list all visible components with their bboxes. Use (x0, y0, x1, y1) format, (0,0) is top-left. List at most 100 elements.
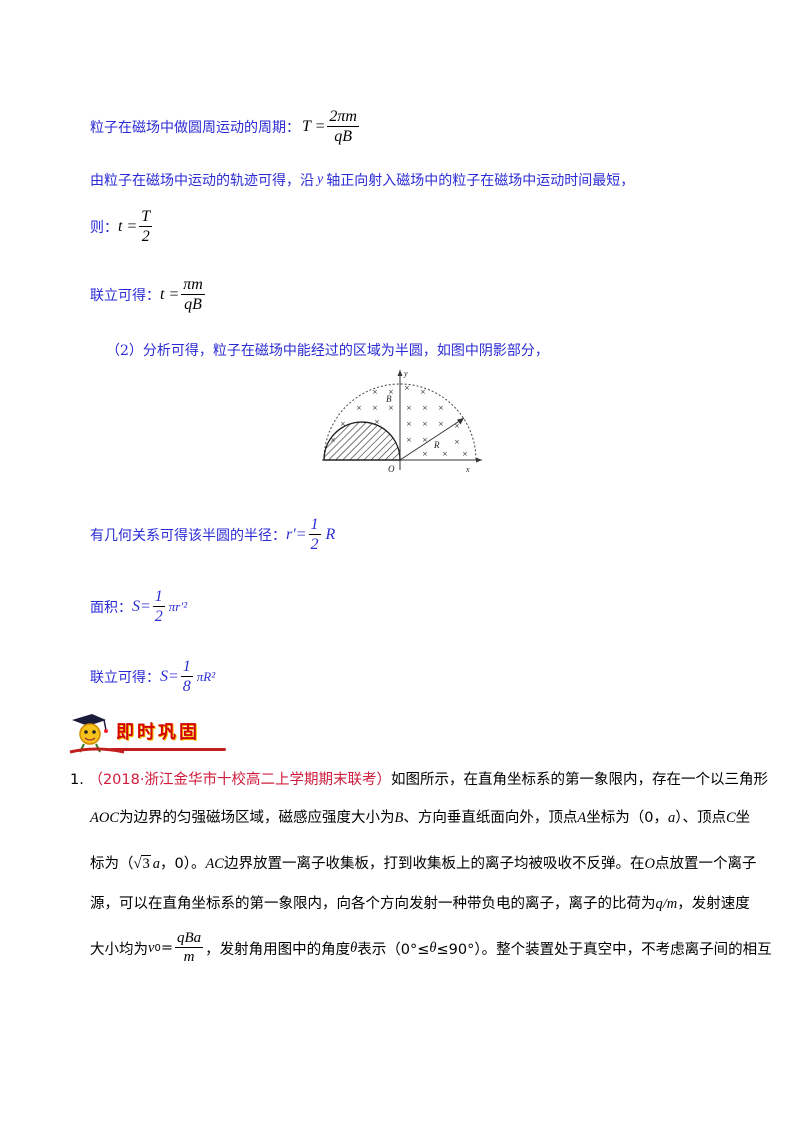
area-label: 面积： (90, 600, 132, 617)
question-text-1: 如图所示，在直角坐标系的第一象限内，存在一个以三角形 (390, 772, 768, 788)
q-text-5a: 大小均为 (90, 941, 148, 958)
q-text-3g: 点放置一个离子 (654, 856, 757, 872)
svg-text:×: × (422, 420, 428, 428)
banner-underline (110, 748, 226, 751)
q-b: B (394, 810, 404, 826)
combine-numerator: πm (181, 276, 205, 296)
q-v0-sub: 0 (154, 942, 161, 954)
period-line: 粒子在磁场中做圆周运动的周期： T = 2πm qB (90, 108, 361, 147)
svg-text:×: × (406, 404, 412, 412)
svg-text:×: × (438, 404, 444, 412)
q-c-point: C (725, 810, 736, 826)
combine2-rhs: πR² (196, 669, 216, 685)
radius-fraction: 1 2 (308, 516, 321, 555)
then-label: 则： (90, 220, 118, 237)
q-text-4: 源，可以在直角坐标系的第一象限内，向各个方向发射一种带负电的离子，离子的比荷为 (90, 896, 656, 912)
area-denominator: 2 (154, 608, 163, 626)
svg-text:×: × (420, 388, 426, 396)
q-a-point: A (577, 810, 587, 826)
v0-numerator: qBa (174, 930, 204, 949)
combine-lhs: t = (160, 286, 180, 304)
trajectory-text-b: 轴正向射入磁场中的粒子在磁场中运动时间最短， (326, 173, 635, 189)
mascot-icon (69, 714, 125, 754)
q-o-point: O (644, 856, 655, 872)
q-v0: v (148, 939, 155, 956)
then-numerator: T (139, 208, 153, 228)
radius-arrow (399, 417, 465, 461)
combine-fraction: πm qB (181, 276, 205, 315)
q-ac: AC (205, 856, 224, 872)
svg-text:×: × (356, 404, 362, 412)
svg-text:×: × (422, 436, 428, 444)
combine-line: 联立可得： t = πm qB (90, 276, 207, 315)
radius-denominator: 2 (310, 536, 319, 554)
svg-text:×: × (406, 436, 412, 444)
combine2-numerator: 1 (180, 658, 193, 678)
svg-text:×: × (372, 404, 378, 412)
q-text-5b: ，发射角用图中的角度 (205, 941, 351, 958)
q-theta-2: θ (429, 939, 437, 956)
part2-text: （2）分析可得，粒子在磁场中能经过的区域为半圆，如图中阴影部分， (106, 343, 549, 359)
period-lhs: T = (302, 118, 326, 136)
svg-text:×: × (330, 436, 336, 444)
q-text-2d: 、方向垂直纸面向外，顶点 (403, 810, 578, 826)
area-line: 面积： S= 1 2 πr′² (90, 588, 187, 627)
then-denominator: 2 (141, 228, 150, 246)
svg-text:×: × (454, 438, 460, 446)
svg-text:×: × (438, 420, 444, 428)
period-numerator: 2πm (327, 108, 359, 128)
q-aoc: AOC (90, 810, 119, 826)
q-equals: = (160, 940, 173, 957)
radius-label: 有几何关系可得该半圆的半径： (90, 528, 286, 545)
q-a-var: a (667, 810, 676, 826)
area-lhs: S= (132, 598, 151, 616)
q-charge-ratio: q/m (655, 896, 678, 912)
svg-text:×: × (340, 420, 346, 428)
svg-text:×: × (422, 404, 428, 412)
combine2-fraction: 1 8 (180, 658, 193, 697)
combine2-lhs: S= (160, 668, 179, 686)
figure-label-o: O (388, 464, 395, 474)
v0-fraction: qBa m (174, 930, 204, 966)
q-text-3e: 边界放置一离子收集板，打到收集板上的离子均被吸收不反弹。在 (223, 856, 645, 872)
banner-title: 即时巩固 (116, 722, 200, 743)
q-text-3c: ，0）。 (159, 856, 206, 872)
svg-text:×: × (374, 418, 380, 426)
svg-text:×: × (442, 450, 448, 458)
combine2-line: 联立可得： S= 1 8 πR² (90, 658, 215, 697)
radius-line: 有几何关系可得该半圆的半径： r′= 1 2 R (90, 516, 335, 555)
shaded-semicircle (323, 421, 401, 461)
question-line-1: 1. （2018·浙江金华市十校高二上学期期末联考）如图所示，在直角坐标系的第一… (70, 768, 768, 789)
figure-label-y: y (403, 369, 408, 378)
then-fraction: T 2 (139, 208, 153, 247)
question-line-2: AOC为边界的匀强磁场区域，磁感应强度大小为B、方向垂直纸面向外，顶点A坐标为（… (90, 806, 760, 827)
then-line: 则： t = T 2 (90, 208, 154, 247)
figure-label-r: R (433, 440, 440, 450)
q-a-var-2: a (152, 856, 160, 872)
q-text-2j: 坐 (735, 810, 751, 826)
sqrt-symbol: √3 (133, 855, 151, 872)
figure-label-x: x (465, 465, 470, 474)
field-crosses: ×××× ×××××× ×××××× ×××× ××× (330, 384, 468, 458)
period-denominator: qB (334, 128, 353, 146)
question-source: （2018·浙江金华市十校高二上学期期末联考） (88, 772, 391, 788)
part2-line: （2）分析可得，粒子在磁场中能经过的区域为半圆，如图中阴影部分， (106, 340, 549, 360)
svg-text:×: × (454, 422, 460, 430)
svg-text:×: × (404, 384, 410, 392)
combine2-label: 联立可得： (90, 670, 160, 687)
area-numerator: 1 (152, 588, 165, 608)
q-text-2h: ）、顶点 (675, 810, 726, 826)
question-number: 1. (70, 772, 84, 788)
svg-text:×: × (388, 404, 394, 412)
q-text-5c: 表示（0°≤ (357, 941, 430, 958)
svg-text:×: × (406, 420, 412, 428)
trajectory-line: 由粒子在磁场中运动的轨迹可得，沿 y 轴正向射入磁场中的粒子在磁场中运动时间最短… (90, 170, 634, 190)
radius-numerator: 1 (308, 516, 321, 536)
question-line-4: 源，可以在直角坐标系的第一象限内，向各个方向发射一种带负电的离子，离子的比荷为q… (90, 892, 760, 913)
semicircle-field-figure: ×××× ×××××× ×××××× ×××× ××× y x O B R (322, 369, 482, 474)
q-text-4end: ，发射速度 (677, 896, 750, 912)
figure-label-b: B (386, 394, 392, 404)
radius-lhs: r′= (286, 526, 307, 544)
